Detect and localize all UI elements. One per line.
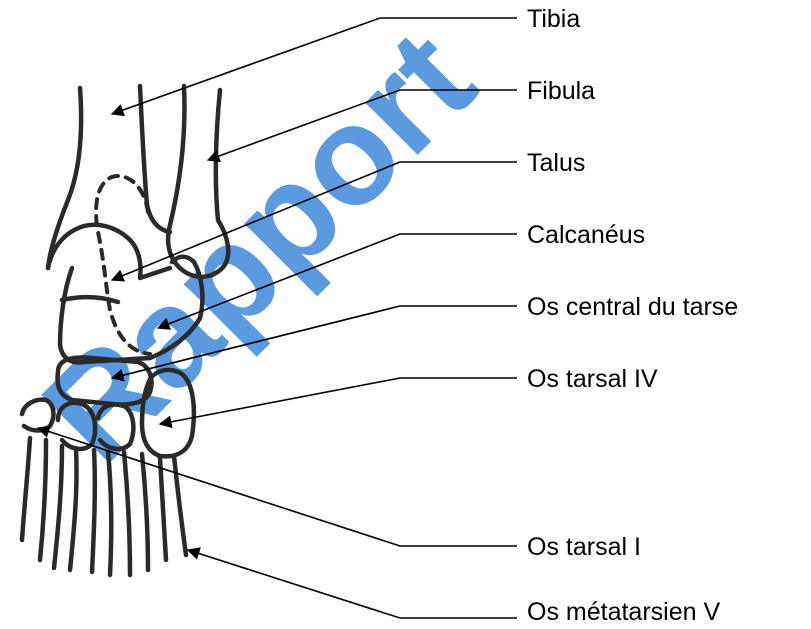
label-fibula: Fibula [527,77,595,105]
watermark-logo: Rapport [13,0,503,490]
tibia-bone [48,88,81,268]
label-tibia: Tibia [527,5,580,33]
label-os-central: Os central du tarse [527,293,738,321]
label-os-tarsal-i: Os tarsal I [527,533,641,561]
label-calcaneus: Calcanéus [527,221,645,249]
label-os-tarsal-iv: Os tarsal IV [527,365,658,393]
labels: Tibia Fibula Talus Calcanéus Os central … [527,5,738,626]
leader-os-metatarsien-v [188,550,517,618]
label-os-metatarsien-v: Os métatarsien V [527,598,720,626]
svg-text:Rapport: Rapport [13,0,503,490]
label-talus: Talus [527,149,585,177]
